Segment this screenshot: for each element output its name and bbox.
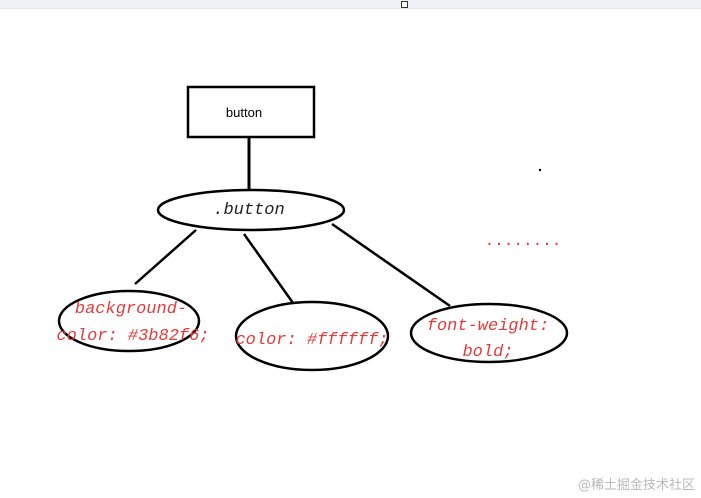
more-properties-ellipsis: ........ <box>485 232 562 250</box>
property-node-font-weight <box>409 302 569 364</box>
stray-dot <box>538 168 542 172</box>
property-node-background-color <box>57 289 201 353</box>
property-color-line1: color: #ffffff; <box>235 331 388 350</box>
property-background-line1: background- <box>75 300 187 319</box>
connector-selector-to-font-weight <box>331 222 451 308</box>
root-element-box <box>186 85 316 139</box>
watermark: @稀土掘金技术社区 <box>577 478 695 493</box>
connector-selector-to-background <box>134 229 197 285</box>
canvas-top-edge <box>0 0 701 9</box>
property-font-weight-line1: font-weight: <box>427 317 549 336</box>
property-font-weight-line2: bold; <box>462 343 513 362</box>
connector-selector-to-color <box>242 233 300 311</box>
selector-label: .button <box>213 201 284 220</box>
property-node-color <box>234 300 390 372</box>
root-element-label: button <box>226 105 262 120</box>
canvas-resize-handle[interactable] <box>401 1 408 8</box>
selector-node <box>156 188 346 232</box>
property-background-line2: color: #3b82f6; <box>56 327 209 346</box>
